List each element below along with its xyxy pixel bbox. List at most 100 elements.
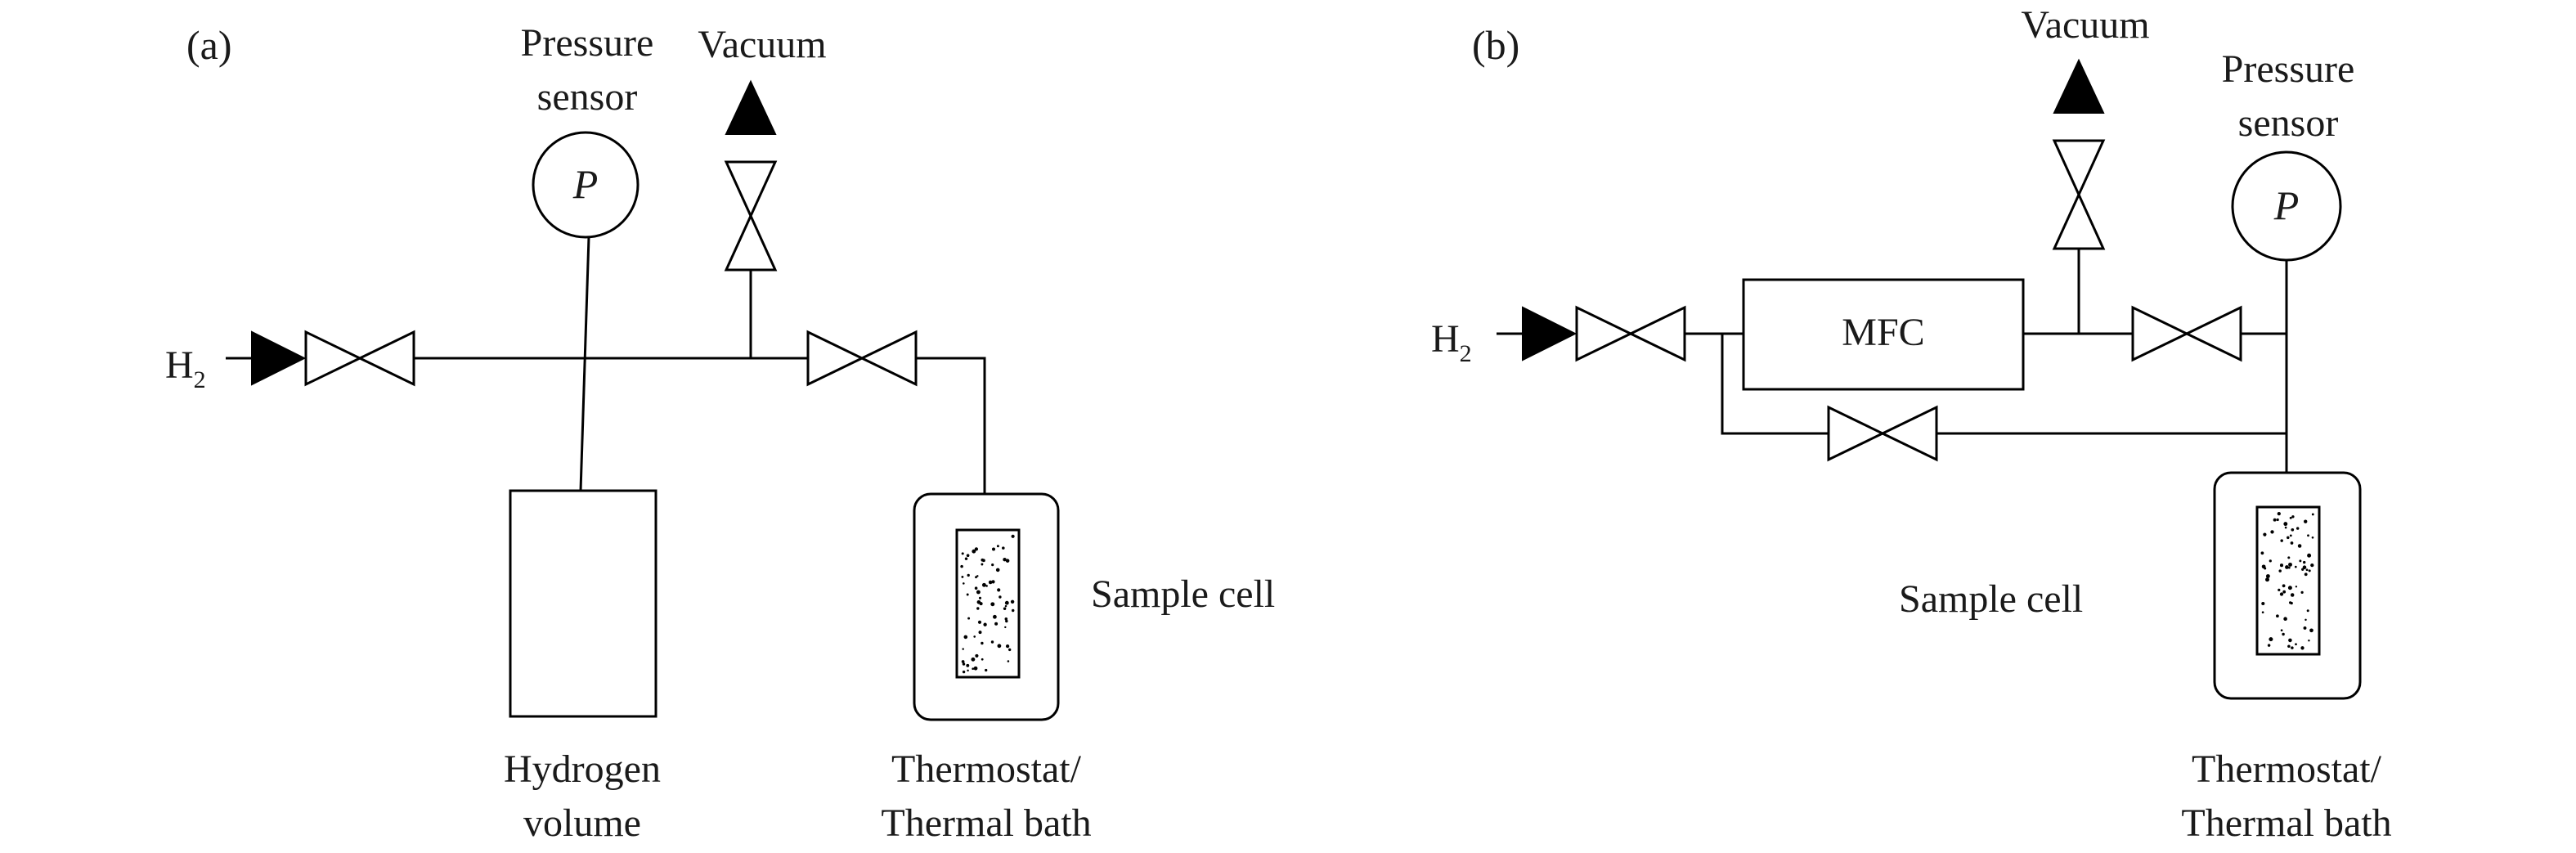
sample-particle	[967, 669, 969, 672]
panel-a-vacuum-valve	[724, 160, 778, 272]
sample-particle	[973, 635, 976, 638]
sample-particle	[2303, 626, 2307, 630]
sample-particle	[2282, 632, 2285, 636]
sample-particle	[2261, 564, 2266, 569]
sample-particle	[2287, 556, 2291, 559]
sample-particle	[997, 644, 1002, 649]
sample-particle	[1004, 600, 1009, 605]
panel-a-bath-label-2: Thermal bath	[881, 801, 1091, 845]
sample-particle	[2304, 572, 2308, 577]
panel-b-bath-label-1: Thermostat/	[2192, 747, 2382, 791]
panel-a-vacuum-label: Vacuum	[698, 23, 826, 66]
panel-a-pressure-sensor	[532, 131, 640, 239]
panel-b-mfc	[1742, 278, 2025, 391]
sample-particle	[961, 552, 964, 555]
sample-particle	[1005, 644, 1010, 649]
panel-a-sample-powder	[960, 534, 1015, 674]
panel-a-inlet-valve	[304, 330, 415, 387]
sample-particle	[2308, 569, 2311, 572]
sample-particle	[2287, 536, 2290, 540]
sample-particle	[972, 549, 976, 554]
sample-particle	[2288, 638, 2292, 643]
sample-particle	[2307, 534, 2309, 537]
sample-particle	[1004, 626, 1007, 629]
sample-particle	[2265, 574, 2270, 578]
panel-a-tag: (a)	[186, 22, 232, 68]
sample-particle	[2278, 588, 2281, 592]
sample-particle	[966, 663, 970, 667]
sample-particle	[1004, 604, 1008, 608]
sample-particle	[2288, 562, 2292, 567]
sample-particle	[972, 667, 975, 671]
sample-particle	[2269, 559, 2272, 563]
sample-particle	[967, 573, 970, 577]
sample-particle	[2290, 593, 2295, 597]
sample-particle	[996, 545, 999, 548]
panel-b: (b) H2 MFC P Pressu	[1431, 3, 2392, 845]
panel-a-sample-cell-label: Sample cell	[1091, 572, 1275, 616]
sample-particle	[990, 602, 995, 607]
panel-b-pressure-symbol: P	[2273, 182, 2300, 228]
sample-particle	[963, 635, 968, 640]
sample-particle	[1008, 648, 1012, 652]
sample-particle	[988, 580, 993, 585]
sample-particle	[966, 554, 970, 558]
sample-particle	[2311, 536, 2314, 539]
sample-particle	[2277, 511, 2281, 516]
panel-b-bypass-line-left	[1721, 334, 1829, 435]
sample-particle	[981, 658, 984, 661]
sample-particle	[983, 622, 987, 626]
sample-particle	[974, 547, 979, 551]
sample-particle	[2304, 519, 2308, 523]
sample-particle	[961, 660, 965, 663]
panel-a-vacuum-arrow	[725, 79, 777, 135]
panel-a: (a) H2 P Pressure sensor Hydrogen volume	[165, 21, 1275, 845]
sample-particle	[2265, 577, 2269, 582]
sample-particle	[2300, 646, 2304, 650]
sample-particle	[976, 590, 981, 595]
sample-particle	[993, 614, 997, 619]
sample-particle	[2287, 586, 2292, 590]
sample-particle	[977, 620, 982, 624]
sample-particle	[967, 617, 971, 620]
sample-particle	[981, 641, 984, 645]
panel-b-bath-label-2: Thermal bath	[2181, 801, 2391, 845]
panel-a-pressure-label-1: Pressure	[521, 21, 654, 65]
panel-a-pressure-label-2: sensor	[537, 75, 638, 119]
sample-particle	[2282, 590, 2287, 594]
sample-particle	[2279, 592, 2284, 596]
sample-particle	[961, 575, 964, 578]
sample-particle	[2295, 586, 2298, 588]
sample-particle	[2291, 515, 2295, 519]
sample-particle	[981, 582, 986, 587]
sample-particle	[1002, 546, 1005, 550]
panel-b-vacuum-valve	[2052, 139, 2106, 250]
sample-particle	[2307, 553, 2312, 558]
sample-particle	[999, 595, 1002, 599]
panel-a-sensor-line	[579, 236, 590, 492]
sample-particle	[2287, 644, 2291, 649]
sample-particle	[2299, 559, 2302, 563]
sample-particle	[2296, 527, 2300, 530]
panel-b-tag: (b)	[1472, 22, 1519, 68]
sample-particle	[978, 631, 982, 635]
panel-a-bath-label-1: Thermostat/	[891, 747, 1082, 791]
sample-particle	[2261, 611, 2264, 614]
sample-particle	[2289, 534, 2292, 537]
sample-particle	[962, 662, 966, 666]
sample-particle	[2267, 644, 2271, 647]
sample-particle	[964, 557, 968, 560]
sample-particle	[981, 559, 985, 563]
panel-a-volume-label-2: volume	[523, 801, 641, 845]
sample-particle	[2305, 568, 2309, 572]
sample-particle	[2294, 565, 2297, 568]
sample-particle	[1010, 599, 1015, 604]
sample-particle	[963, 582, 965, 585]
sample-particle	[2309, 628, 2313, 633]
panel-a-pressure-symbol: P	[572, 161, 599, 207]
sample-particle	[2282, 584, 2286, 588]
sample-particle	[2300, 590, 2304, 595]
panel-b-vacuum-label: Vacuum	[2021, 3, 2149, 47]
sample-particle	[974, 586, 978, 590]
panel-a-sample-valve	[806, 330, 918, 387]
